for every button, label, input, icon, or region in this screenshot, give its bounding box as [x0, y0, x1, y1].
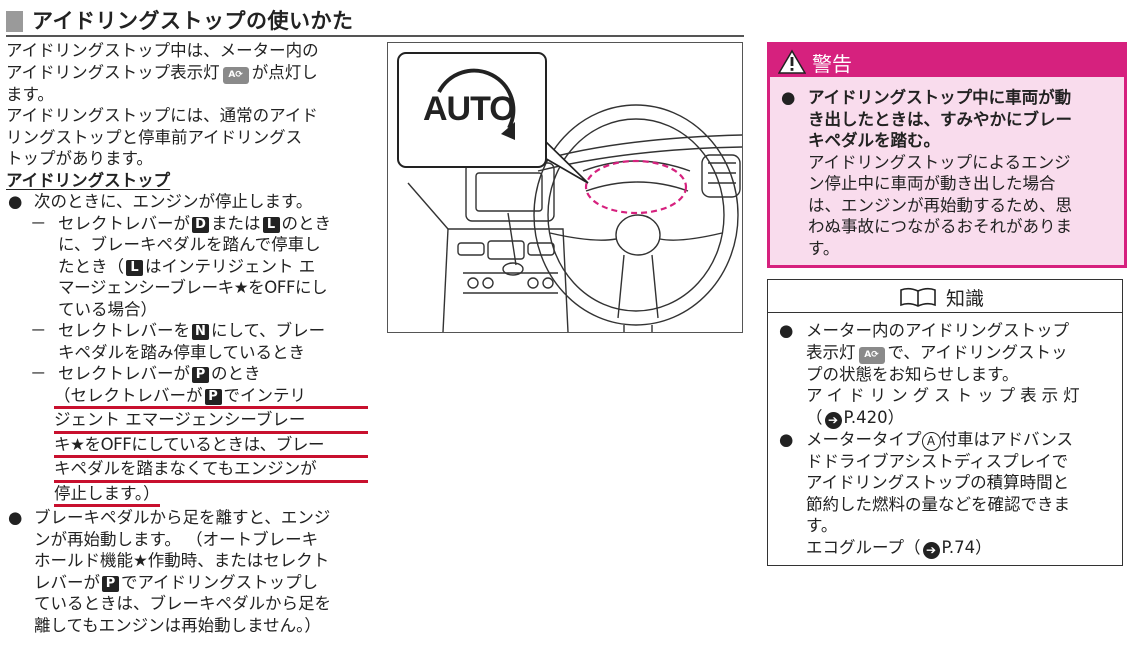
bullet-item: ● 次のときに、エンジンが停止します。 [8, 192, 313, 211]
idling-stop-indicator-icon: A⟳ [858, 346, 885, 364]
subheading: アイドリングストップ [6, 170, 171, 190]
auto-indicator-callout: AUTO [397, 52, 547, 168]
knowledge-header: 知識 [768, 280, 1122, 313]
idling-stop-indicator-icon: A⟳ [222, 66, 249, 84]
section-heading: アイドリングストップの使いかた [6, 5, 744, 37]
arrow-right-icon: ➔ [824, 411, 842, 429]
underlined-note-line: キ★をOFFにしているときは、ブレー [54, 434, 368, 458]
bullet-icon: ● [8, 508, 23, 527]
bullet-icon: ● [781, 88, 796, 107]
gear-n-icon: N [192, 324, 209, 340]
gear-l-icon: L [262, 216, 280, 233]
bullet-icon: ● [779, 321, 794, 340]
intro-line: アイドリングストップには、通常のアイド [6, 106, 318, 125]
dash-icon: － [30, 213, 47, 233]
knowledge-title: 知識 [946, 288, 985, 310]
page-reference[interactable]: （➔P.420） [806, 407, 905, 429]
intro-line: アイドリングストップ中は、メーター内の [6, 41, 319, 60]
auto-circular-arrow-icon [437, 68, 516, 140]
bullet-icon: ● [779, 429, 794, 449]
dashboard-illustration: AUTO [387, 42, 743, 333]
gear-p-icon: P [192, 367, 209, 383]
arrow-right-icon: ➔ [922, 541, 940, 559]
page-title: アイドリングストップの使いかた [32, 9, 354, 33]
auto-label: AUTO [423, 90, 516, 128]
underlined-note-line: ジェント エマージェンシーブレー [54, 409, 368, 434]
heading-marker [6, 11, 23, 32]
gear-p-icon: P [102, 575, 119, 592]
warning-title: 警告 [812, 52, 852, 76]
dashboard-drawing [407, 104, 742, 332]
dash-icon: － [30, 364, 47, 383]
intro-line: トップがあります。 [6, 149, 153, 168]
gear-p-icon: P [204, 388, 222, 405]
underlined-note-line: 停止します。） [54, 483, 160, 507]
gear-d-icon: D [192, 216, 209, 233]
intro-line: ます。 [6, 84, 54, 104]
page-reference[interactable]: エコグループ（➔P.74） [806, 537, 992, 559]
bullet-item: ● ブレーキペダルから足を離すと、エンジ ンが再始動します。 （オートブレーキ … [8, 508, 331, 635]
warning-header: 警告 [770, 45, 1124, 77]
underlined-note-line: キペダルを踏まなくてもエンジンが [54, 458, 368, 483]
bullet-icon: ● [8, 192, 23, 211]
gear-l-icon: L [126, 259, 143, 276]
warning-triangle-icon [778, 49, 806, 74]
circled-a-icon: A [921, 431, 941, 451]
open-book-icon [900, 287, 936, 307]
intro-line: リングストップと停車前アイドリングス [6, 127, 303, 147]
dash-icon: － [30, 321, 47, 340]
warning-box: 警告 ● アイドリングストップ中に車両が動 き出したときは、すみやかにブレー キ… [767, 42, 1127, 268]
warning-item: ● アイドリングストップ中に車両が動 き出したときは、すみやかにブレー キペダル… [781, 88, 1072, 258]
